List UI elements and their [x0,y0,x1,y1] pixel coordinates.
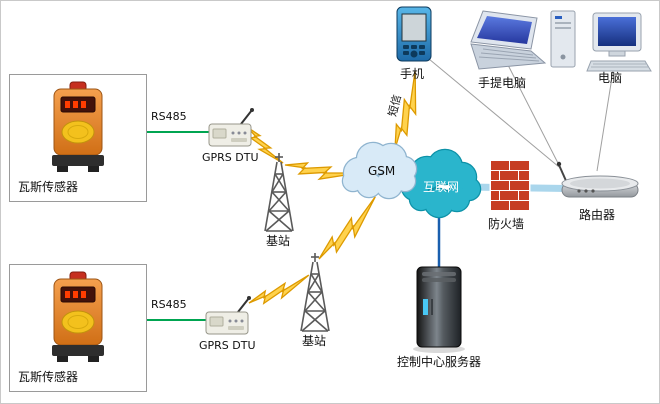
rs485-label-bottom: RS485 [151,298,187,311]
desktop-label: 电脑 [598,71,623,85]
internet-cloud-label: 互联网 [423,180,460,194]
base-station-label-top: 基站 [266,234,291,248]
gprs-dtu-label-bottom: GPRS DTU [199,339,256,352]
gsm-cloud [341,141,418,200]
server-icon [413,266,465,353]
router-desktop-link [596,70,614,172]
laptop-icon [470,10,547,70]
internet-cloud [400,148,482,219]
base-station-label-bottom: 基站 [302,334,327,348]
gas-sensor-label: 瓦斯传感器 [18,370,79,384]
router-icon [556,161,639,198]
gas-sensor-label: 瓦斯传感器 [18,180,79,194]
gprs-dtu-icon [208,108,254,147]
gas-sensor-icon [52,81,104,172]
sms-label: 短信 [385,93,404,118]
router-laptop-link [506,62,562,170]
gsm-cloud-label: GSM [368,164,396,178]
mobile-phone-icon [396,6,432,62]
rs485-label-top: RS485 [151,110,187,123]
server-label: 控制中心服务器 [397,355,482,369]
base-station-icon [300,253,330,332]
router-label: 路由器 [579,208,616,222]
desktop-computer-icon [550,10,652,72]
firewall-label: 防火墙 [488,217,525,231]
gprs-dtu-icon [205,296,251,335]
base-station-icon [264,153,294,232]
phone-label: 手机 [400,67,425,81]
laptop-label: 手提电脑 [478,76,527,90]
firewall-icon [489,159,531,213]
gas-sensor-panel-bottom: 瓦斯传感器 [9,264,147,392]
gprs-dtu-label-top: GPRS DTU [202,151,259,164]
router-phone-link [428,58,560,168]
gas-sensor-icon [52,271,104,362]
